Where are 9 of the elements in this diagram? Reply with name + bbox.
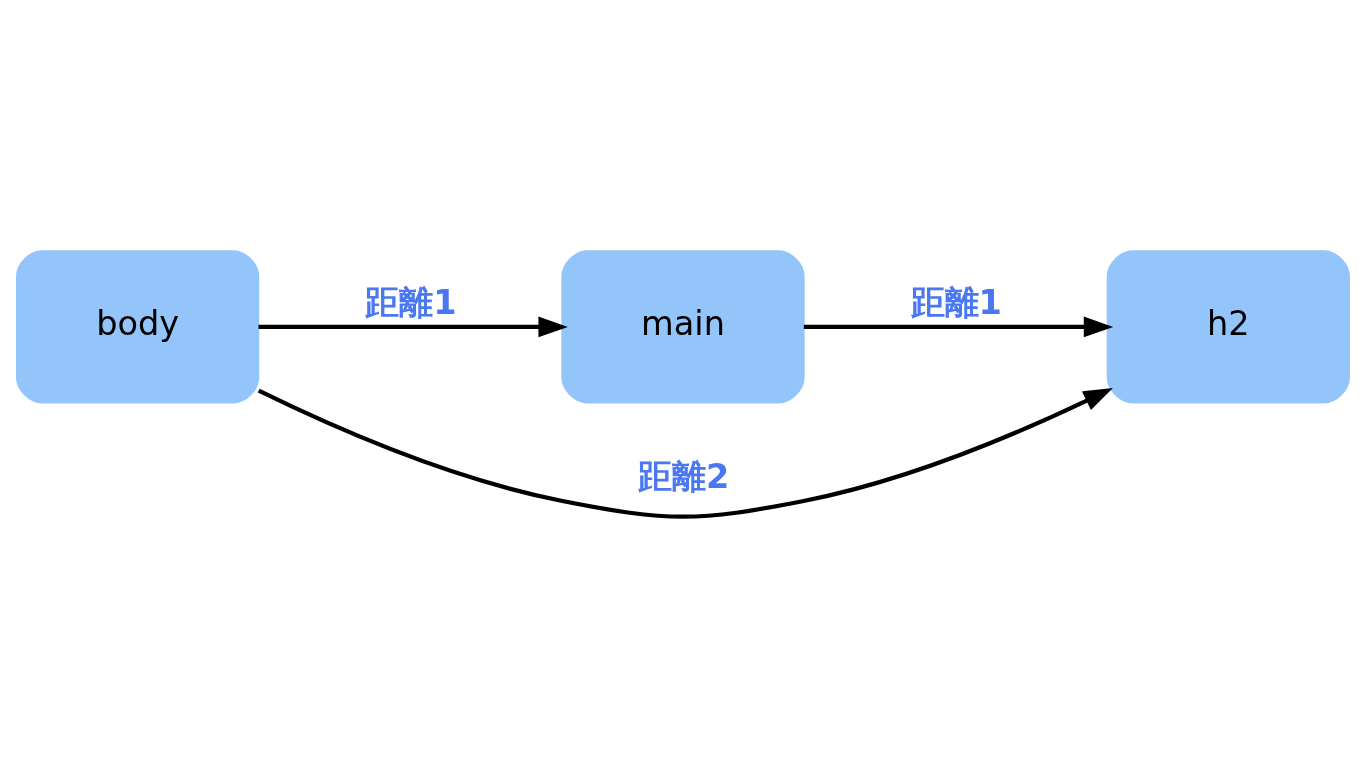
node-box: body xyxy=(15,250,260,404)
node-box: main xyxy=(561,250,805,404)
edge-label: 距離1 xyxy=(910,282,1002,322)
edge-label: 距離2 xyxy=(637,457,730,496)
node-box: h2 xyxy=(1106,250,1351,404)
edge-label: 距離1 xyxy=(365,282,457,322)
arrow xyxy=(803,316,1114,338)
arrow xyxy=(257,387,1113,519)
arrow xyxy=(258,316,568,338)
